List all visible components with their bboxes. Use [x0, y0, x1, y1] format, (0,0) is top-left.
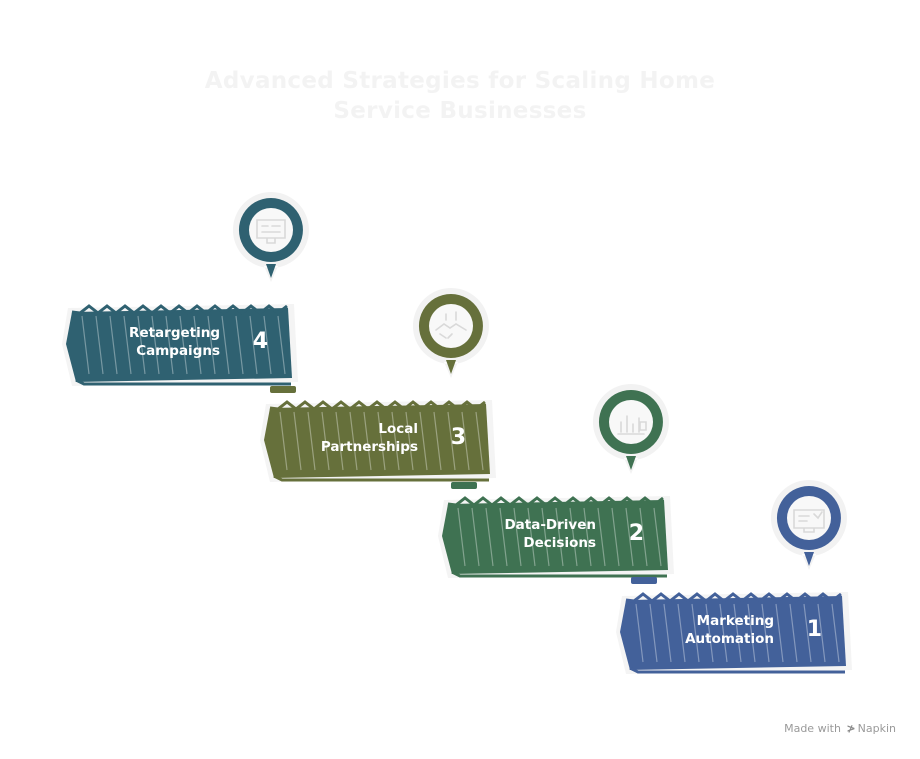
step-4-label: Retargeting Campaigns	[129, 325, 220, 359]
diagram-title: Advanced Strategies for Scaling Home Ser…	[160, 66, 760, 126]
step-1-number: 1	[806, 617, 822, 642]
title-line-2: Service Businesses	[333, 98, 587, 124]
step-4-number: 4	[252, 329, 268, 354]
data-chart-icon	[586, 378, 676, 478]
step-2-number: 2	[628, 521, 644, 546]
connector-2-3	[451, 482, 477, 489]
step-3-local-partnerships: Local Partnerships 3	[260, 396, 496, 482]
marketing-automation-icon	[764, 474, 854, 574]
napkin-credit: Made with ≯Napkin	[784, 722, 896, 735]
connector-3-4	[270, 386, 296, 393]
step-1-label: Marketing Automation	[685, 613, 774, 647]
connector-1-2	[631, 577, 657, 584]
step-1-banner	[616, 592, 852, 674]
retargeting-monitor-icon	[226, 186, 316, 286]
step-2-banner	[438, 496, 674, 578]
step-1-marketing-automation: Marketing Automation 1	[616, 588, 852, 674]
handshake-icon	[406, 282, 496, 382]
step-2-label: Data-Driven Decisions	[504, 517, 596, 551]
step-3-banner	[260, 400, 496, 482]
step-3-number: 3	[450, 425, 466, 450]
title-line-1: Advanced Strategies for Scaling Home	[204, 68, 716, 94]
step-2-data-driven-decisions: Data-Driven Decisions 2	[438, 492, 674, 578]
step-4-retargeting-campaigns: Retargeting Campaigns 4	[62, 300, 298, 386]
step-3-label: Local Partnerships	[320, 421, 418, 455]
step-4-banner	[62, 304, 298, 386]
napkin-brand-text: Napkin	[857, 722, 896, 735]
napkin-logo-icon: ≯	[846, 722, 856, 735]
made-with-text: Made with	[784, 722, 841, 735]
